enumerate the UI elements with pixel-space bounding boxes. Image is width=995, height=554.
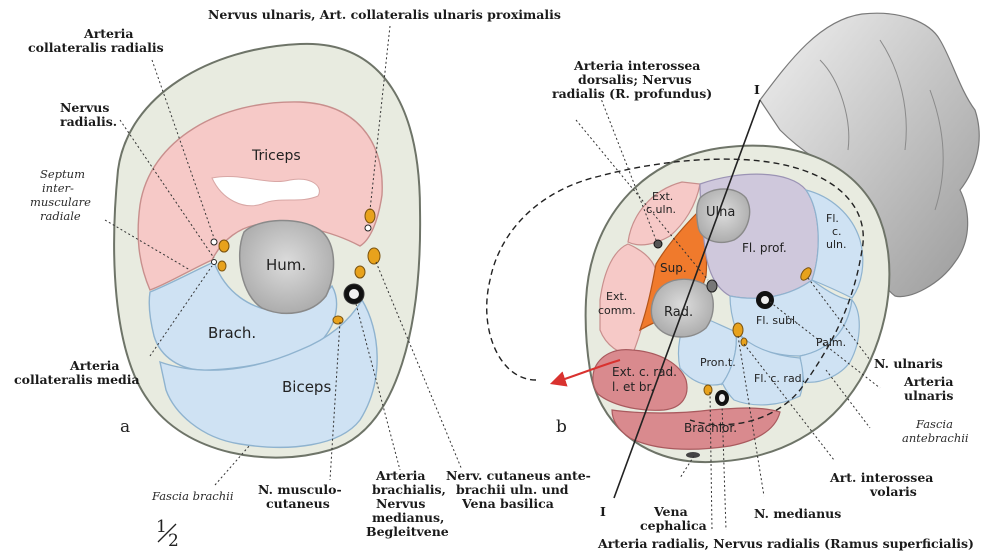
- panel-a-section: Triceps Hum. Brach. Biceps: [105, 26, 462, 485]
- label-fascia-brachii: Fascia brachii: [151, 489, 234, 503]
- label-ext-comm-2: comm.: [598, 304, 636, 317]
- label-art-uln-2: ulnaris: [904, 388, 953, 403]
- label-ext-c-rad-1: Ext. c. rad.: [612, 365, 677, 379]
- label-fascia-ante-1: Fascia: [915, 417, 953, 431]
- label-fl-c-rad: Fl. c. rad.: [754, 372, 805, 385]
- label-fl-prof: Fl. prof.: [742, 241, 787, 255]
- label-fl-subl: Fl. subl.: [756, 314, 799, 327]
- label-ext-c-uln-1: Ext.: [652, 190, 673, 203]
- label-arteria-coll-radialis-2: collateralis radialis: [28, 40, 164, 55]
- label-septum-2: inter-: [42, 181, 74, 195]
- label-art-brach-3: Nervus: [376, 496, 425, 511]
- label-vena-ceph-2: cephalica: [640, 518, 707, 533]
- label-brachior: Brachior.: [684, 421, 737, 435]
- label-septum-4: radiale: [40, 209, 81, 223]
- label-art-brach-4: medianus,: [372, 510, 444, 525]
- label-fl-c-uln-1: Fl.: [826, 212, 839, 225]
- label-arteria-coll-radialis-1: Arteria: [83, 26, 133, 41]
- label-rad: Rad.: [664, 305, 693, 320]
- label-panel-a: a: [120, 417, 130, 437]
- label-pron-t: Pron.t.: [700, 356, 736, 369]
- label-triceps: Triceps: [251, 148, 301, 164]
- scale-denominator: 2: [168, 531, 179, 551]
- label-septum-3: musculare: [30, 195, 91, 209]
- label-art-inteross-2: dorsalis; Nervus: [578, 72, 692, 87]
- label-art-inter-vol-1: Art. interossea: [829, 470, 933, 485]
- label-nervus-ulnaris-top: Nervus ulnaris, Art. collateralis ulnari…: [208, 7, 561, 22]
- label-art-inteross-1: Arteria interossea: [573, 58, 700, 73]
- label-nerv-cut-3: Vena basilica: [461, 496, 554, 511]
- label-n-medianus: N. medianus: [754, 506, 841, 521]
- label-art-uln-1: Arteria: [903, 374, 953, 389]
- label-sup: Sup.: [660, 261, 687, 275]
- label-palm: Palm.: [816, 336, 846, 349]
- label-art-brach-2: brachialis,: [372, 482, 446, 497]
- label-art-inter-vol-2: volaris: [869, 484, 917, 499]
- label-fl-c-uln-2: c.: [832, 225, 842, 238]
- label-arteria-coll-media-1: Arteria: [69, 358, 119, 373]
- label-biceps: Biceps: [282, 378, 331, 396]
- label-ext-comm-1: Ext.: [606, 290, 627, 303]
- label-vena-ceph-1: Vena: [653, 504, 688, 519]
- label-section-bottom: I: [600, 504, 606, 519]
- label-n-musculo-1: N. musculo-: [258, 482, 342, 497]
- label-ext-c-rad-2: l. et br.: [612, 380, 654, 394]
- label-art-brach-5: Begleitvene: [366, 524, 449, 539]
- label-arteria-coll-media-2: collateralis media: [14, 372, 140, 387]
- label-n-ulnaris: N. ulnaris: [874, 356, 943, 371]
- label-brachialis: Brach.: [208, 324, 256, 342]
- label-nerv-cut-1: Nerv. cutaneus ante-: [446, 468, 591, 483]
- label-ulna: Ulna: [706, 205, 735, 220]
- label-panel-b: b: [556, 417, 567, 437]
- label-fl-c-uln-3: uln.: [826, 238, 847, 251]
- label-fascia-ante-2: antebrachii: [902, 431, 969, 445]
- label-art-brach-1: Arteria: [375, 468, 425, 483]
- label-art-inteross-3: radialis (R. profundus): [552, 86, 712, 101]
- label-section-top: I: [754, 82, 760, 97]
- label-humerus: Hum.: [266, 256, 306, 274]
- label-septum-1: Septum: [40, 167, 85, 181]
- label-n-musculo-2: cutaneus: [266, 496, 330, 511]
- label-nervus-radialis-2: radialis.: [60, 114, 117, 129]
- label-nerv-cut-2: brachii uln. und: [456, 482, 569, 497]
- label-ext-c-uln-2: c.uln.: [646, 203, 676, 216]
- label-nervus-radialis-1: Nervus: [60, 100, 109, 115]
- label-art-radialis: Arteria radialis, Nervus radialis (Ramus…: [597, 536, 974, 551]
